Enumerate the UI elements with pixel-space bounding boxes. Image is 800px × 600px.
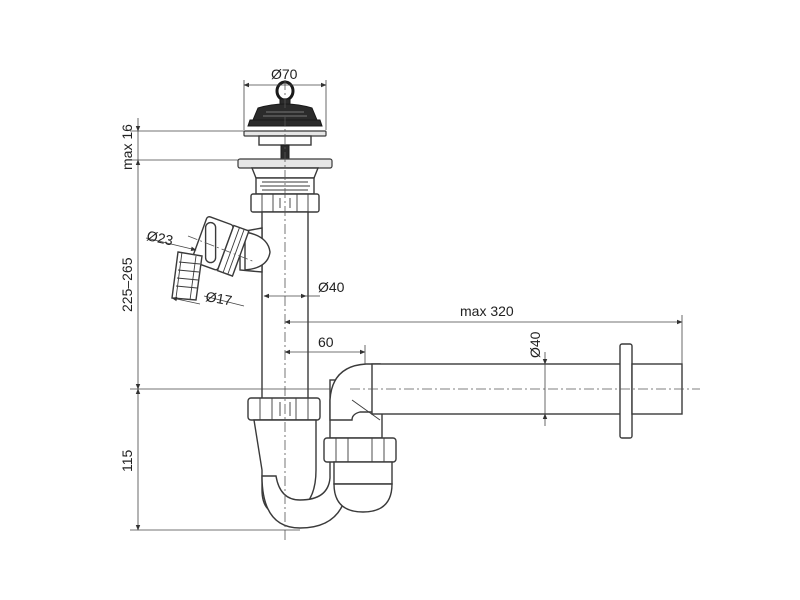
label-inlet-height: 225–265 xyxy=(119,257,135,312)
wall-rosette xyxy=(619,343,683,439)
label-hose-outer-diameter: Ø23 xyxy=(145,227,174,248)
label-hose-inner-diameter: Ø17 xyxy=(204,288,233,308)
label-trap-height: 115 xyxy=(119,449,135,472)
center-lines xyxy=(187,80,700,540)
dimension-labels: Ø70 max 16 225–265 115 Ø23 Ø17 Ø40 max 3… xyxy=(119,66,543,472)
outlet-elbow xyxy=(329,363,381,421)
lower-nut-right xyxy=(323,437,397,463)
label-pipe-diameter-outlet: Ø40 xyxy=(527,331,543,358)
siphon-body xyxy=(171,80,683,529)
hose-connector xyxy=(191,216,250,277)
hose-barb xyxy=(171,251,203,301)
label-pipe-diameter-vertical: Ø40 xyxy=(318,279,345,295)
label-offset: 60 xyxy=(318,334,334,350)
dimension-lines xyxy=(130,80,683,531)
label-top-diameter: Ø70 xyxy=(271,66,298,82)
lower-nut-left xyxy=(247,397,321,421)
label-flange-height: max 16 xyxy=(119,124,135,170)
label-outlet-length: max 320 xyxy=(460,303,514,319)
